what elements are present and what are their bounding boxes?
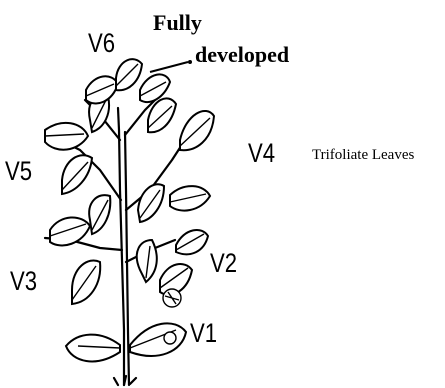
pointer-dot [188, 60, 192, 64]
label-developed: developed [195, 44, 289, 66]
trifoliate-leaves-caption: Trifoliate Leaves [312, 148, 414, 163]
pointer-line [150, 62, 188, 72]
main-stem-edge [125, 132, 129, 385]
label-v6: V6 [88, 30, 115, 57]
leaf-v3-a [50, 217, 90, 245]
label-v2: V2 [210, 250, 237, 277]
label-fully: Fully [153, 12, 202, 34]
label-v5: V5 [5, 158, 32, 185]
label-v1: V1 [190, 320, 217, 347]
leaf-v1-right [130, 323, 186, 356]
label-v4: V4 [248, 140, 275, 167]
leaf-v2-b [176, 230, 208, 254]
label-v3: V3 [10, 268, 37, 295]
root [114, 376, 136, 385]
leaf-v4-b [170, 186, 210, 210]
leaf-v6-b [116, 59, 142, 90]
